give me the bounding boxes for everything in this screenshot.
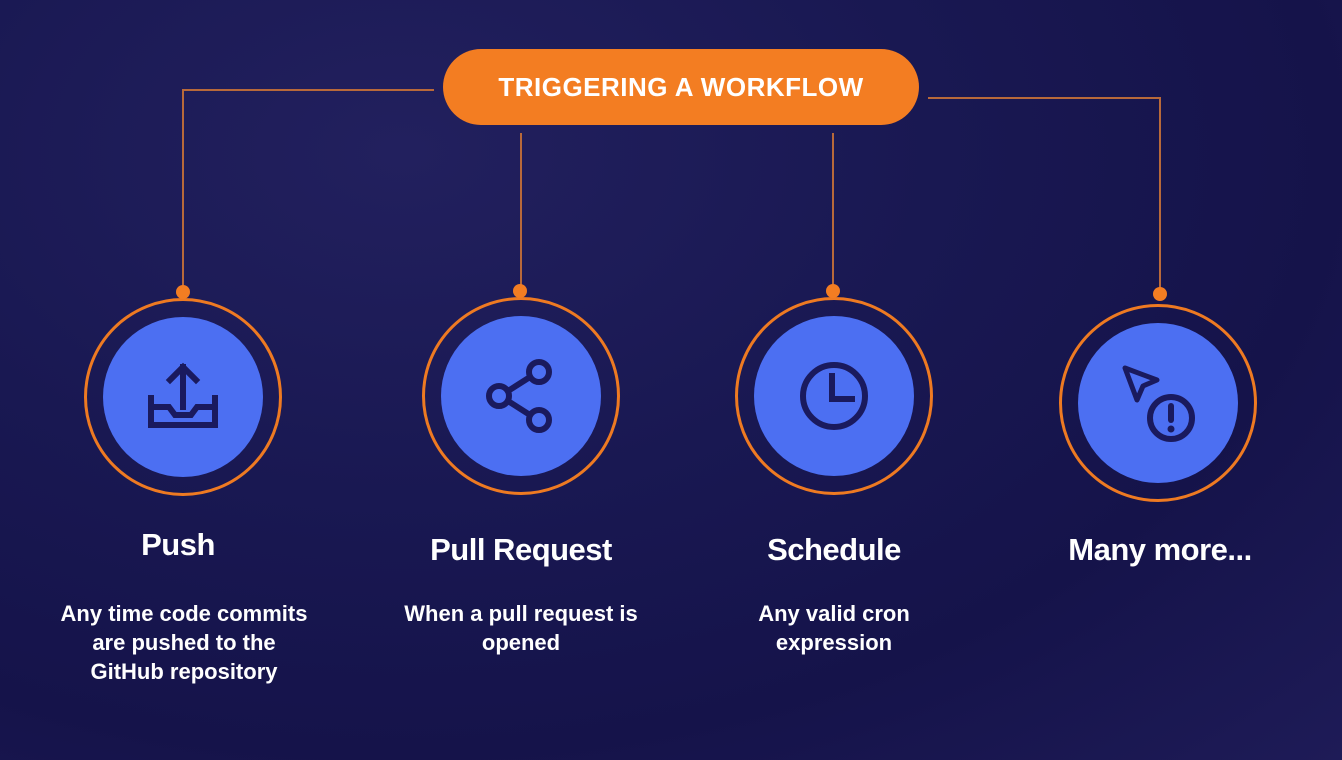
node-schedule-dot xyxy=(826,284,840,298)
share-icon xyxy=(486,359,552,433)
node-many-more-dot xyxy=(1153,287,1167,301)
node-many-more-label: Many more... xyxy=(1068,532,1252,567)
node-push-label: Push xyxy=(141,527,215,562)
node-pull-request xyxy=(422,297,620,495)
node-push-description: Any time code commits are pushed to the … xyxy=(60,601,308,684)
upload-icon xyxy=(148,362,218,428)
diagram-title: TRIGGERING A WORKFLOW xyxy=(498,71,864,102)
node-many-more-core xyxy=(1078,323,1238,483)
cursor-alert-icon xyxy=(1122,365,1195,442)
node-many-more xyxy=(1059,304,1257,502)
title-pill: TRIGGERING A WORKFLOW xyxy=(443,49,919,125)
node-pull-request-dot xyxy=(513,284,527,298)
node-pull-request-label: Pull Request xyxy=(430,532,612,567)
node-schedule xyxy=(735,297,933,495)
node-schedule-description: Any valid cron expression xyxy=(758,601,910,655)
connector-many-more xyxy=(928,97,1161,292)
node-schedule-core xyxy=(754,316,914,476)
clock-icon xyxy=(800,362,868,430)
node-pull-request-description: When a pull request is opened xyxy=(404,601,638,655)
connector-push xyxy=(182,89,434,290)
node-push xyxy=(84,298,282,496)
node-schedule-label: Schedule xyxy=(767,532,901,567)
node-pull-request-core xyxy=(441,316,601,476)
node-push-core xyxy=(103,317,263,477)
node-push-dot xyxy=(176,285,190,299)
